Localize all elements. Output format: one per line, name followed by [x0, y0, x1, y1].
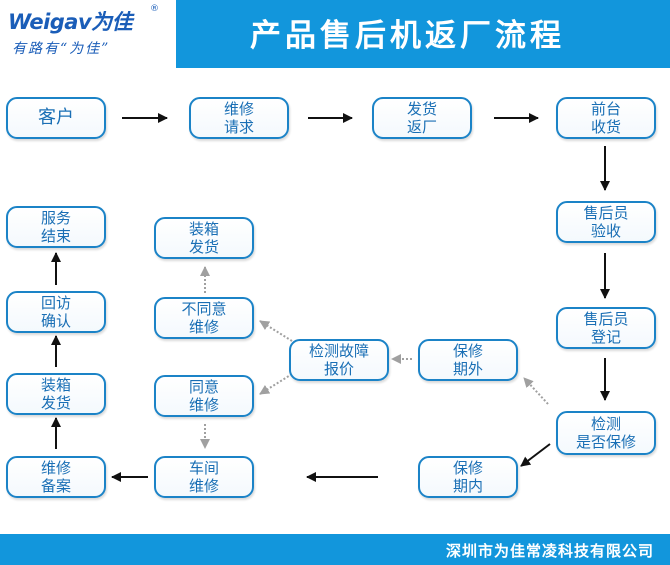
node-disagree-repair: 不同意 维修: [154, 297, 254, 339]
footer-bar: 深圳市为佳常凌科技有限公司: [0, 534, 670, 565]
node-pack-ship-right: 装箱 发货: [154, 217, 254, 259]
arrow-check-to-inwarranty: [520, 443, 551, 467]
logo-registered-mark: ®: [150, 4, 159, 14]
node-agree-repair: 同意 维修: [154, 375, 254, 417]
node-service-end: 服务 结束: [6, 206, 106, 248]
node-ship-return: 发货 返厂: [372, 97, 472, 139]
node-customer: 客户: [6, 97, 106, 139]
node-out-warranty: 保修 期外: [418, 339, 518, 381]
arrow-check-to-outwarranty: [523, 377, 549, 405]
node-repair-record: 维修 备案: [6, 456, 106, 498]
company-name: 深圳市为佳常凌科技有限公司: [445, 542, 654, 560]
node-front-desk: 前台 收货: [556, 97, 656, 139]
node-inspect-receive: 售后员 验收: [556, 201, 656, 243]
node-repair-request: 维修 请求: [189, 97, 289, 139]
logo-slogan: 有路有“为佳”: [12, 41, 111, 57]
arrow-diagnose-to-disagree: [259, 320, 293, 342]
node-workshop-repair: 车间 维修: [154, 456, 254, 498]
node-diagnose-quote: 检测故障 报价: [289, 339, 389, 381]
header-bar: Weigav为佳 ® 有路有“为佳” 产品售后机返厂流程: [0, 0, 670, 68]
node-register: 售后员 登记: [556, 307, 656, 349]
node-in-warranty: 保修 期内: [418, 456, 518, 498]
arrow-diagnose-to-agree: [259, 373, 293, 395]
logo: Weigav为佳 ® 有路有“为佳”: [0, 0, 178, 68]
node-pack-ship-left: 装箱 发货: [6, 373, 106, 415]
logo-brand: Weigav为佳: [8, 10, 133, 34]
page-title: 产品售后机返厂流程: [250, 18, 565, 54]
node-follow-up: 回访 确认: [6, 291, 106, 333]
node-check-warranty: 检测 是否保修: [556, 411, 656, 455]
